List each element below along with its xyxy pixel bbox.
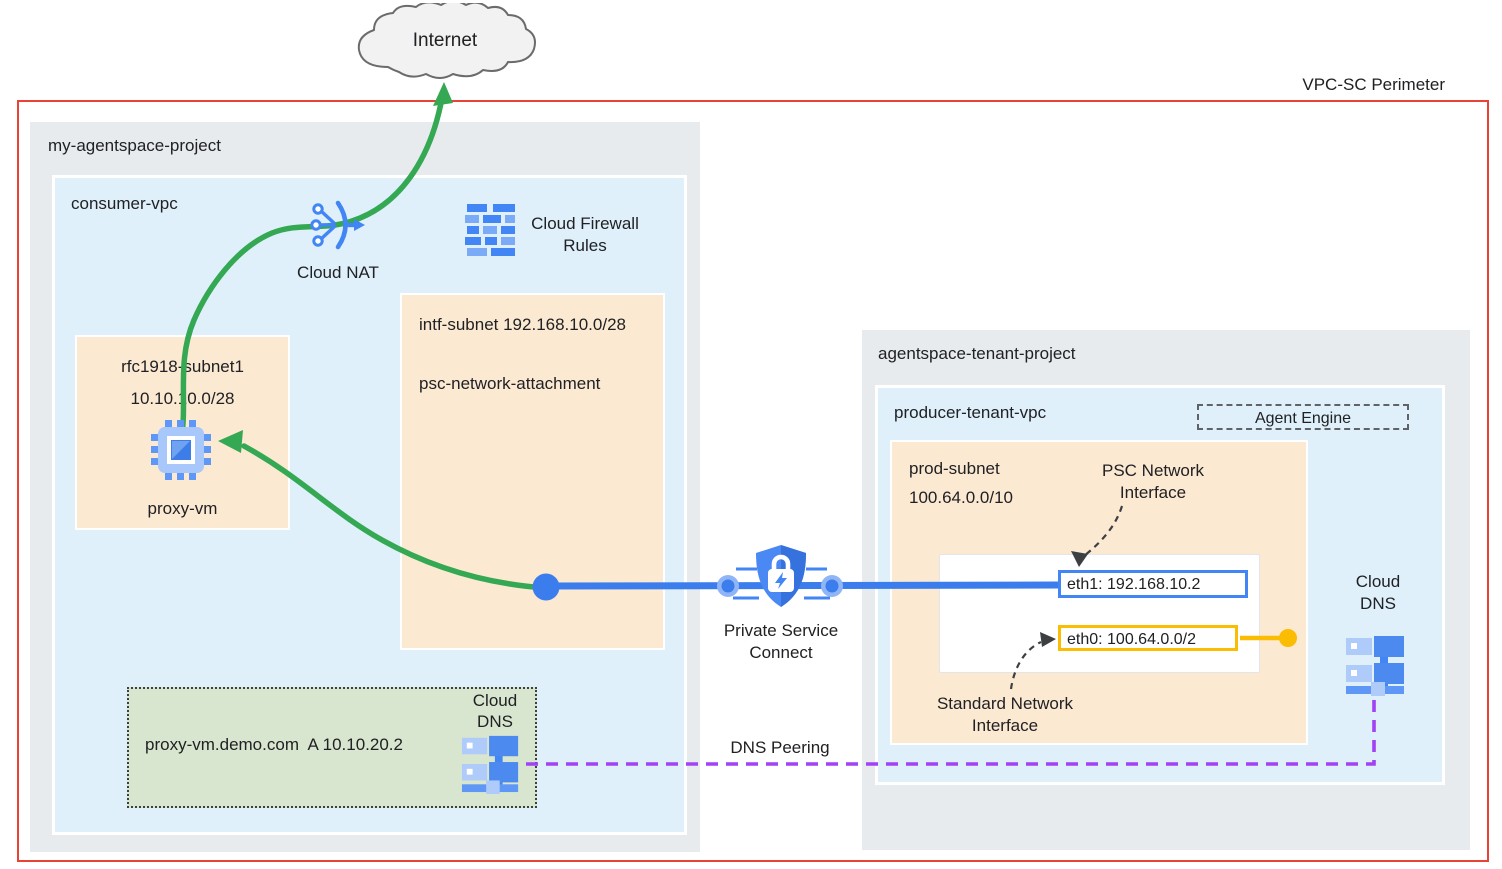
private-service-connect-icon — [756, 545, 806, 607]
eth1-value: eth1: 192.168.10.2 — [1067, 576, 1201, 593]
dns-peering-label: DNS Peering — [730, 738, 830, 757]
cloud-firewall-icon — [465, 204, 515, 256]
proxy-vm-label: proxy-vm — [147, 499, 218, 518]
tenant-project-label: agentspace-tenant-project — [878, 344, 1076, 363]
vpc-sc-perimeter-label: VPC-SC Perimeter — [1302, 75, 1445, 94]
prod-subnet-cidr: 100.64.0.0/10 — [909, 488, 1013, 507]
intf-subnet-box: intf-subnet 192.168.10.0/28 psc-network-… — [400, 293, 665, 650]
cloud-nat-label: Cloud NAT — [297, 263, 379, 282]
consumer-cloud-dns-icon — [461, 735, 519, 794]
psc-network-attachment-label: psc-network-attachment — [419, 374, 601, 393]
cloud-firewall-label-line2: Rules — [563, 235, 607, 255]
tenant-dns-label-line2: DNS — [1360, 593, 1396, 613]
tenant-cloud-dns-icon — [1346, 636, 1404, 696]
producer-vpc-label: producer-tenant-vpc — [894, 403, 1047, 422]
psc-label-line1: Private Service — [723, 621, 839, 640]
consumer-project-label: my-agentspace-project — [48, 136, 221, 155]
tenant-dns-label-line1: Cloud — [1355, 572, 1401, 591]
consumer-dns-label-line2: DNS — [477, 712, 513, 732]
tenant-dns-label: Cloud DNS — [1338, 571, 1418, 615]
agent-engine-box: Agent Engine — [1197, 404, 1409, 430]
rfc1918-subnet-cidr: 10.10.10.0/28 — [130, 389, 235, 408]
cloud-firewall-label: Cloud Firewall Rules — [520, 213, 650, 257]
eth0-value: eth0: 100.64.0.0/2 — [1067, 631, 1196, 648]
eth0-box: eth0: 100.64.0.0/2 — [1058, 625, 1238, 651]
proxy-vm-compute-icon — [151, 420, 211, 480]
internet-label: Internet — [412, 30, 478, 51]
rfc1918-subnet-name: rfc1918-subnet1 — [121, 357, 244, 376]
consumer-dns-label: Cloud DNS — [455, 690, 535, 733]
private-service-connect-label: Private Service Connect — [714, 620, 848, 664]
cloud-nat-icon — [310, 200, 365, 250]
vpc-sc-perimeter-box — [17, 100, 1489, 862]
prod-subnet-name: prod-subnet — [909, 459, 1000, 478]
internet-cloud-icon — [357, 3, 536, 79]
standard-nic-label-line2: Interface — [971, 715, 1039, 735]
agent-engine-label: Agent Engine — [1254, 410, 1352, 427]
psc-nic-label-line1: PSC Network — [1101, 461, 1205, 480]
consumer-dns-label-line1: Cloud — [472, 691, 518, 710]
standard-network-interface-label: Standard Network Interface — [925, 693, 1085, 737]
standard-nic-label-line1: Standard Network — [936, 694, 1074, 713]
psc-nic-label-line2: Interface — [1119, 482, 1187, 502]
consumer-vpc-label: consumer-vpc — [71, 194, 178, 213]
psc-label-line2: Connect — [749, 642, 813, 662]
cloud-firewall-label-line1: Cloud Firewall — [531, 214, 639, 233]
psc-network-interface-label: PSC Network Interface — [1088, 460, 1218, 504]
eth1-box: eth1: 192.168.10.2 — [1058, 570, 1248, 598]
dns-record-text: proxy-vm.demo.com A 10.10.20.2 — [145, 735, 403, 754]
intf-subnet-label: intf-subnet 192.168.10.0/28 — [419, 315, 626, 334]
